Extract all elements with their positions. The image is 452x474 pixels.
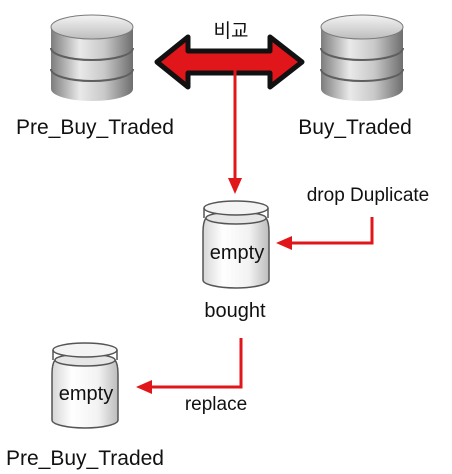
replace-label: replace (184, 394, 248, 415)
bought-label: bought (204, 300, 266, 322)
compare-double-arrow (154, 34, 305, 90)
db-bottom-label: Pre_Buy_Traded (6, 447, 164, 470)
db-right-label: Buy_Traded (298, 116, 412, 139)
database-icon-left (50, 14, 134, 101)
jar-result-content-label: empty (58, 383, 114, 405)
db-left-label: Pre_Buy_Traded (16, 116, 174, 139)
compare-label: 비교 (213, 21, 249, 42)
arrow-bought-to-result (136, 338, 243, 394)
jar-bought-content-label: empty (209, 242, 265, 264)
arrow-drop-duplicate-to-bought (276, 217, 374, 250)
jar-icon-bought (202, 200, 270, 289)
drop-duplicate-label: drop Duplicate (306, 185, 430, 206)
arrow-compare-to-bought (228, 68, 242, 194)
database-icon-right (320, 14, 404, 101)
jar-icon-result (51, 342, 119, 429)
